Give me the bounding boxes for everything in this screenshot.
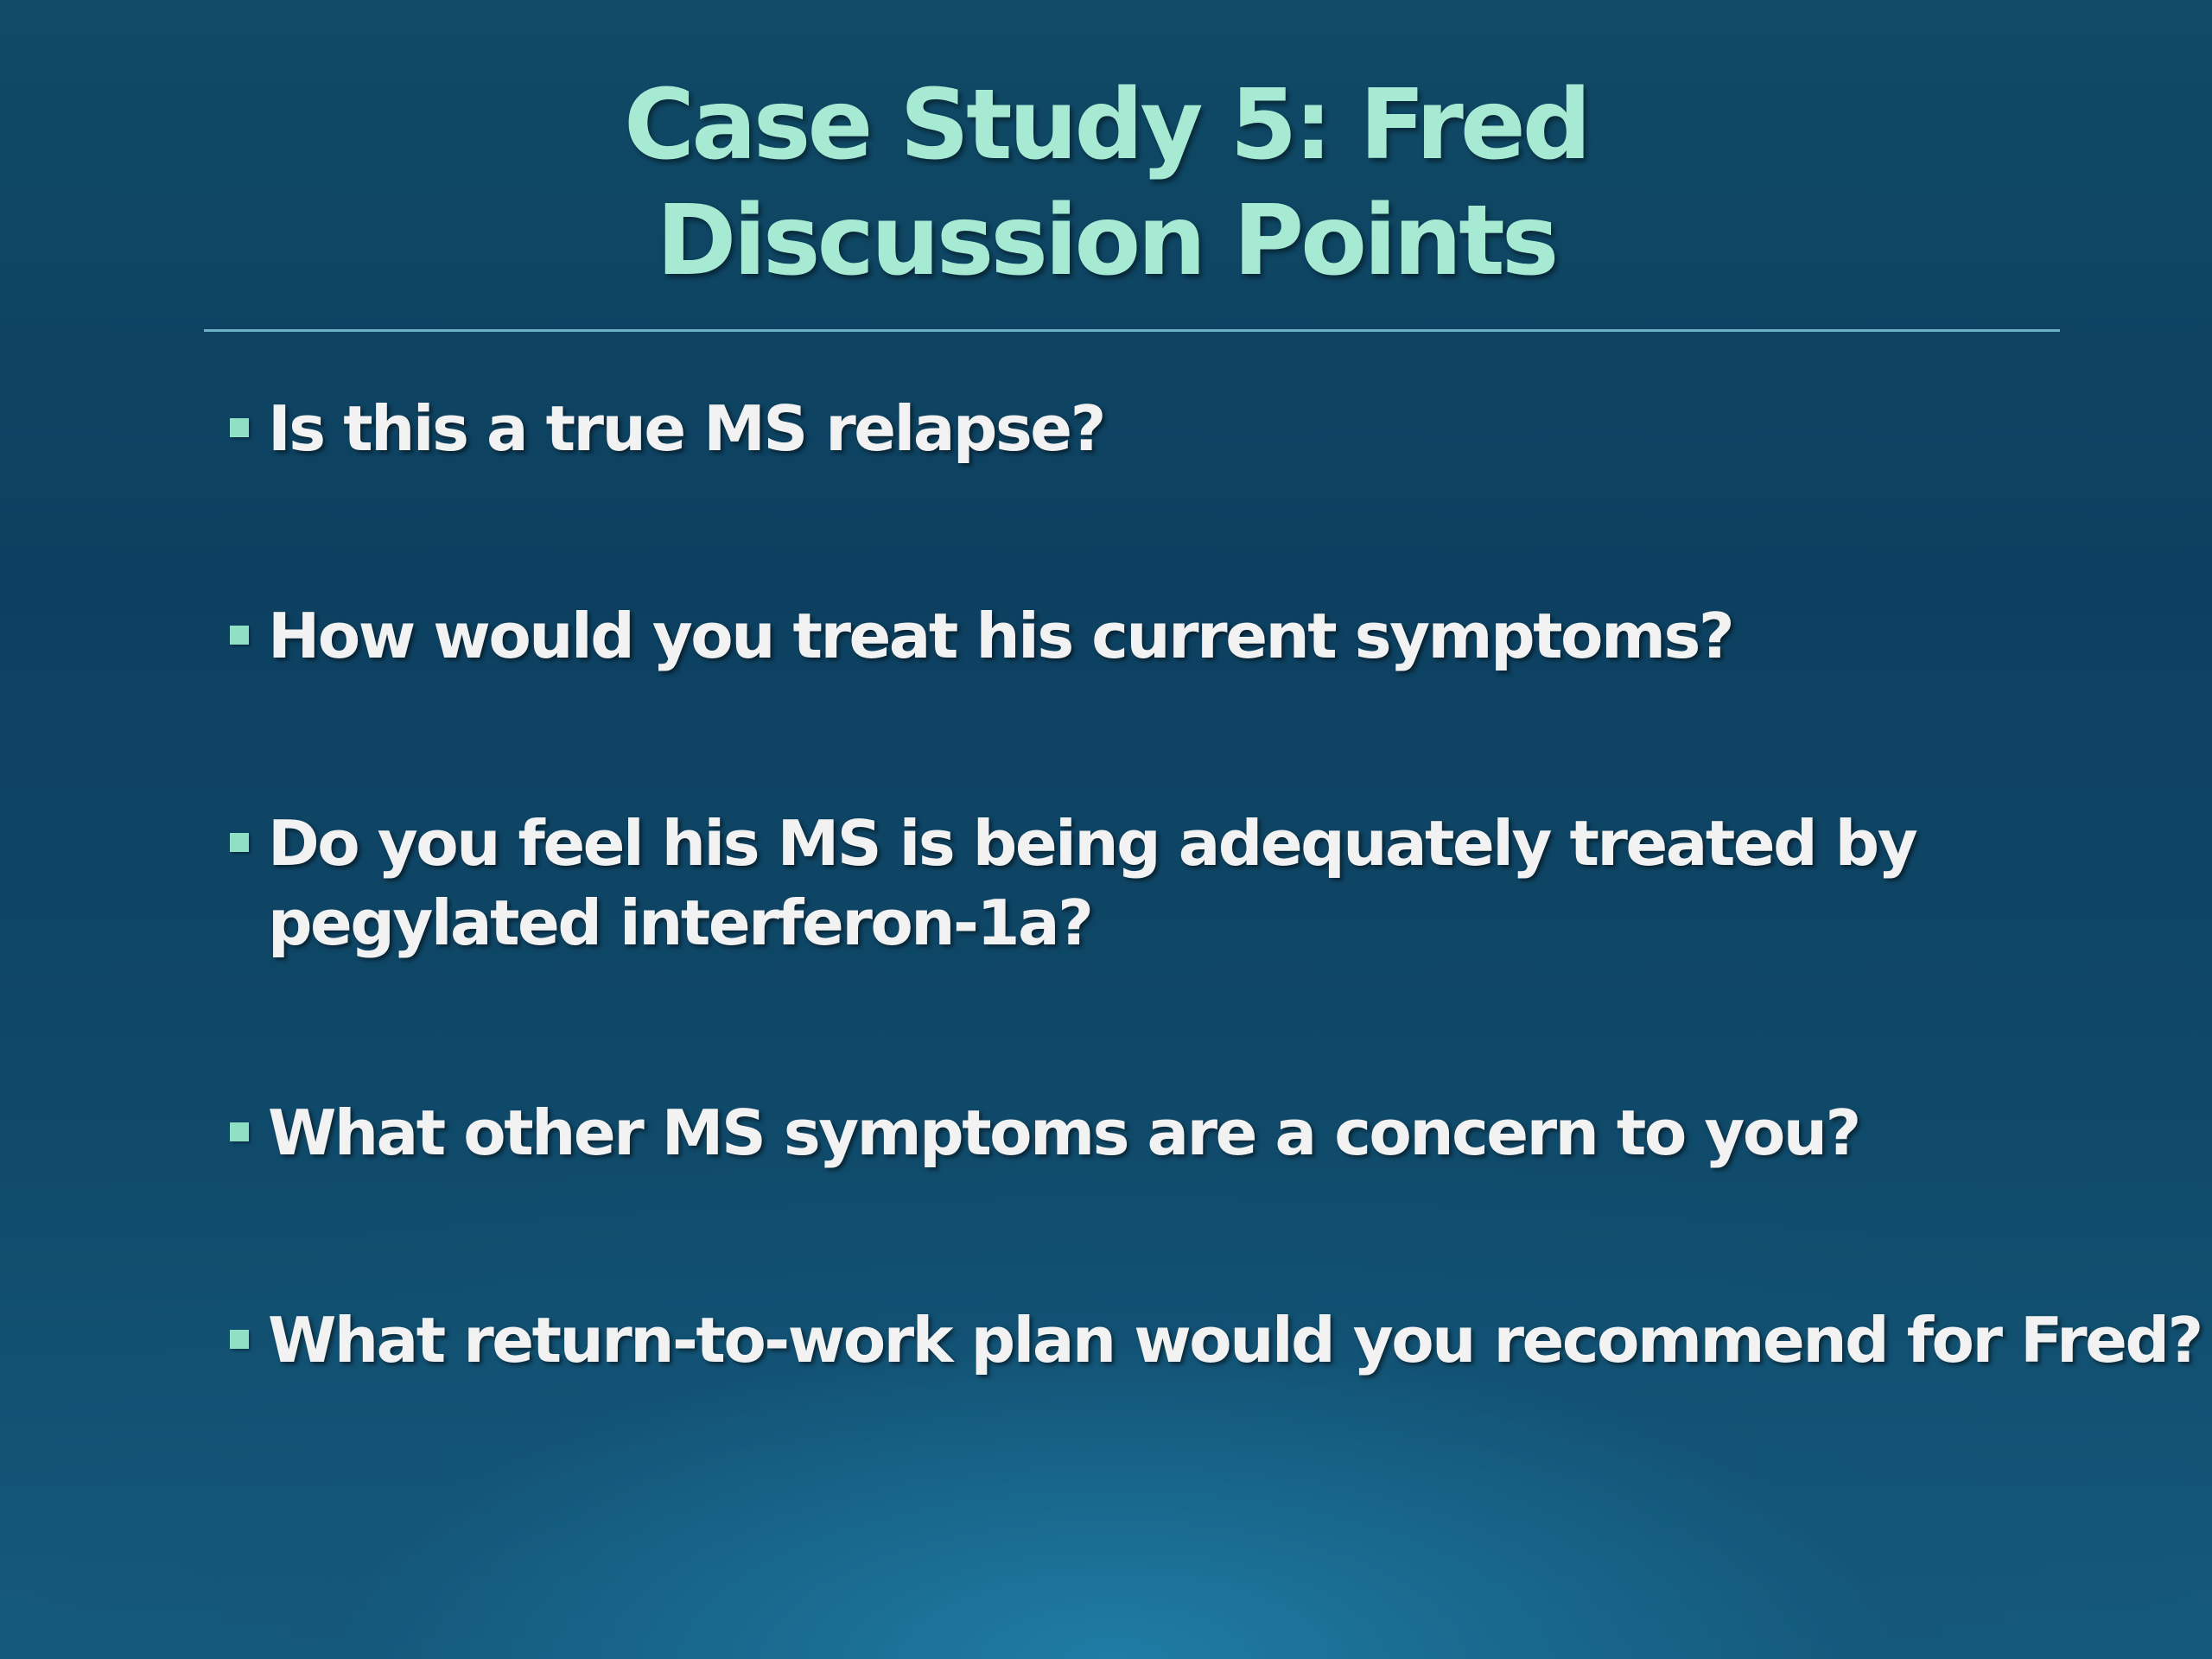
title-line-2: Discussion Points xyxy=(656,185,1560,297)
bullet-text: What return-to-work plan would you recom… xyxy=(268,1304,2203,1376)
bullet-item: What return-to-work plan would you recom… xyxy=(230,1300,2203,1380)
square-bullet-icon xyxy=(230,833,249,852)
bullet-item: Do you feel his MS is being adequately t… xyxy=(230,804,1918,963)
bullet-item: Is this a true MS relapse? xyxy=(230,389,1106,468)
bullet-item: What other MS symptoms are a concern to … xyxy=(230,1093,1861,1173)
bullet-text: How would you treat his current symptoms… xyxy=(268,600,1735,672)
bullet-item: How would you treat his current symptoms… xyxy=(230,596,1735,676)
square-bullet-icon xyxy=(230,1330,249,1349)
bullet-text: Do you feel his MS is being adequately t… xyxy=(268,807,1918,880)
bullet-text: Is this a true MS relapse? xyxy=(268,392,1106,465)
square-bullet-icon xyxy=(230,626,249,645)
bullet-text: What other MS symptoms are a concern to … xyxy=(268,1096,1861,1169)
title-divider xyxy=(204,329,2060,332)
title-line-1: Case Study 5: Fred xyxy=(624,69,1592,181)
square-bullet-icon xyxy=(230,1122,249,1141)
bullet-text-continuation: pegylated interferon-1a? xyxy=(268,887,1094,959)
square-bullet-icon xyxy=(230,418,249,437)
slide-title: Case Study 5: Fred Discussion Points xyxy=(0,67,2212,299)
